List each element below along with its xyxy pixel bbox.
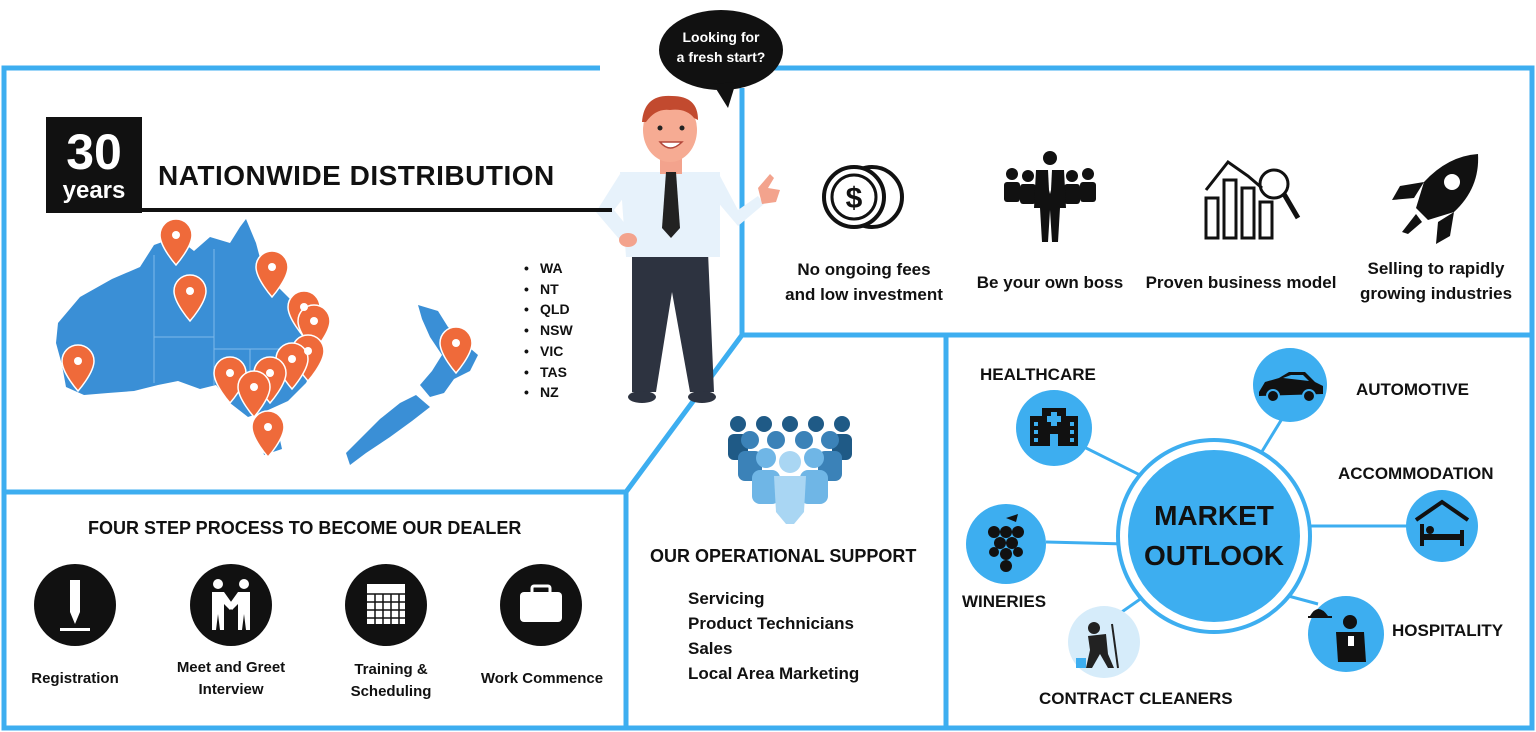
distribution-underline [142,208,612,212]
distribution-title: NATIONWIDE DISTRIBUTION [158,160,555,191]
industry-label-contract-cleaners: CONTRACT CLEANERS [1039,689,1233,708]
grapes-icon [988,514,1024,572]
feature-label-growing-industries: Selling to rapidly growing industries [1346,256,1526,306]
step-line: Work Commence [480,670,604,687]
step-circle-registration [34,564,116,646]
years-label: years [62,177,126,204]
support-item: Product Technicians [688,614,854,633]
feature-label-own-boss: Be your own boss [960,270,1140,295]
market-line-2: OUTLOOK [1144,540,1284,571]
map-pins [61,218,473,459]
region-item: TAS [522,362,573,383]
briefcase-icon [520,584,562,622]
step-line: Registration [31,670,119,687]
speech-bubble: Looking for a fresh start? [658,10,784,108]
hospital-icon [1030,408,1078,446]
waiter-icon [1308,609,1366,662]
automotive-node [1253,348,1327,422]
process-title: FOUR STEP PROCESS TO BECOME OUR DEALER [88,518,522,538]
cleaner-icon [1076,622,1119,669]
support-item: Local Area Marketing [688,664,860,683]
region-item: NZ [522,382,573,403]
industry-label-accommodation: ACCOMMODATION [1338,464,1494,483]
step-label-work: Work Commence [470,668,614,690]
feature-line: growing industries [1359,284,1513,303]
industry-label-hospitality: HOSPITALITY [1392,621,1504,640]
region-item: VIC [522,341,573,362]
step-line: Scheduling [350,683,432,700]
step-label-meet-greet: Meet and Greet Interview [158,657,304,701]
feature-line: Be your own boss [976,273,1124,292]
years-badge: 30 years [46,117,142,213]
region-item: QLD [522,299,573,320]
support-item: Sales [688,639,733,658]
accommodation-node [1406,490,1478,562]
contract-cleaners-node [1068,606,1140,678]
step-label-registration: Registration [14,668,136,690]
industry-label-wineries: WINERIES [962,592,1047,611]
speech-line-1: Looking for [682,29,760,45]
market-outlook-hub: MARKET OUTLOOK [1128,450,1300,622]
step-circle-training [345,564,427,646]
feature-label-business-model: Proven business model [1140,270,1342,295]
business-team-icon [1004,151,1096,242]
region-item: WA [522,258,573,279]
healthcare-node [1016,390,1092,466]
region-item: NSW [522,320,573,341]
support-team-icon [728,416,852,524]
industry-label-automotive: AUTOMOTIVE [1356,380,1470,399]
businessman-illustration [596,95,780,403]
wineries-node [966,504,1046,584]
step-line: Interview [198,681,264,698]
years-number: 30 [66,124,122,180]
pen-icon [60,580,90,631]
feature-line: No ongoing fees [797,260,931,279]
step-line: Meet and Greet [176,659,286,676]
feature-line: Proven business model [1145,273,1337,292]
market-line-1: MARKET [1154,500,1274,531]
support-title: OUR OPERATIONAL SUPPORT [650,546,917,566]
step-line: Training & [354,661,428,678]
speech-line-2: a fresh start? [676,49,766,65]
region-item: NT [522,279,573,300]
handshake-icon [212,579,250,630]
feature-line: Selling to rapidly [1367,259,1505,278]
calendar-icon [367,584,405,624]
step-circle-work [500,564,582,646]
step-circle-meet-greet [190,564,272,646]
industry-label-healthcare: HEALTHCARE [980,365,1096,384]
support-item: Servicing [688,589,765,608]
chart-magnifier-icon [1204,159,1301,240]
bed-icon [1414,499,1470,546]
dollar-coins-icon: $ [822,165,904,229]
feature-line: and low investment [785,285,943,304]
step-label-training: Training & Scheduling [326,659,456,703]
svg-text:$: $ [846,182,863,215]
region-list: WA NT QLD NSW VIC TAS NZ [522,258,573,403]
car-icon [1259,372,1323,403]
australia-nz-map [56,218,478,465]
feature-label-low-investment: No ongoing fees and low investment [766,257,962,307]
hospitality-node [1308,596,1384,672]
rocket-icon [1392,154,1479,244]
